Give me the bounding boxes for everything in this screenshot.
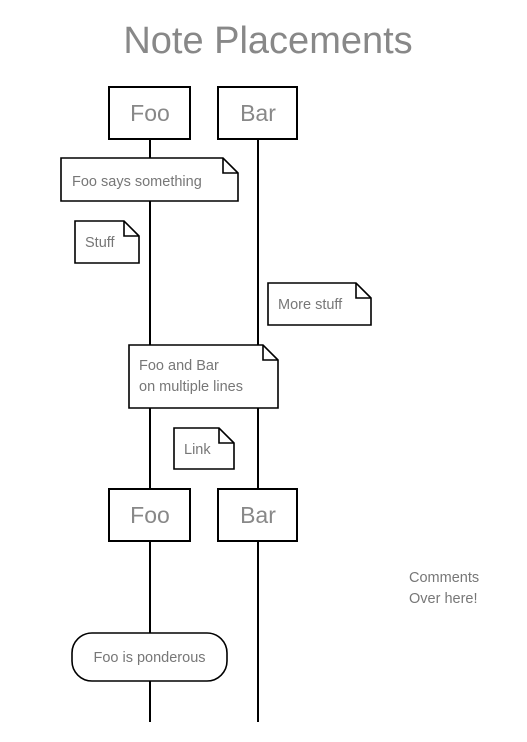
actor-bar-bottom[interactable]: Bar: [217, 488, 298, 542]
actor-box: [108, 488, 191, 542]
actor-label-bar-bottom: Bar: [240, 502, 276, 528]
note-shape: [267, 282, 372, 326]
note-foo-is-ponderous[interactable]: Foo is ponderous: [71, 632, 228, 682]
note-foo-and-bar-multiline[interactable]: Foo and Bar on multiple lines: [128, 344, 279, 409]
actor-box: [217, 86, 298, 140]
note-text-line-2: on multiple lines: [139, 379, 243, 395]
note-text: Link: [184, 442, 211, 458]
note-fold: [222, 158, 238, 174]
comment-line-1: Comments: [409, 570, 479, 586]
note-text-line-1: Foo and Bar: [139, 358, 219, 374]
note-text: Stuff: [85, 235, 116, 251]
actor-label-foo-top: Foo: [130, 100, 170, 126]
comment-text-block: Comments Over here!: [409, 570, 479, 607]
note-text: Foo says something: [72, 174, 202, 190]
actor-box: [108, 86, 191, 140]
actor-bar-top[interactable]: Bar: [217, 86, 298, 140]
actor-label-bar-top: Bar: [240, 100, 276, 126]
actor-foo-top[interactable]: Foo: [108, 86, 191, 140]
note-more-stuff[interactable]: More stuff: [267, 282, 372, 326]
note-text: Foo is ponderous: [93, 650, 205, 666]
note-fold: [262, 345, 278, 361]
note-fold: [218, 428, 234, 444]
note-stuff[interactable]: Stuff: [74, 220, 140, 264]
note-rounded-shape: [71, 632, 228, 682]
actor-foo-bottom[interactable]: Foo: [108, 488, 191, 542]
note-fold: [123, 221, 139, 237]
note-text: More stuff: [278, 297, 343, 313]
note-fold: [355, 283, 371, 299]
diagram-title: Note Placements: [123, 20, 412, 62]
comment-line-2: Over here!: [409, 591, 478, 607]
note-foo-says-something[interactable]: Foo says something: [60, 157, 239, 202]
note-shape: [128, 344, 279, 409]
note-shape: [74, 220, 140, 264]
actor-label-foo-bottom: Foo: [130, 502, 170, 528]
note-shape: [60, 157, 239, 202]
actor-box: [217, 488, 298, 542]
note-link[interactable]: Link: [173, 427, 235, 470]
